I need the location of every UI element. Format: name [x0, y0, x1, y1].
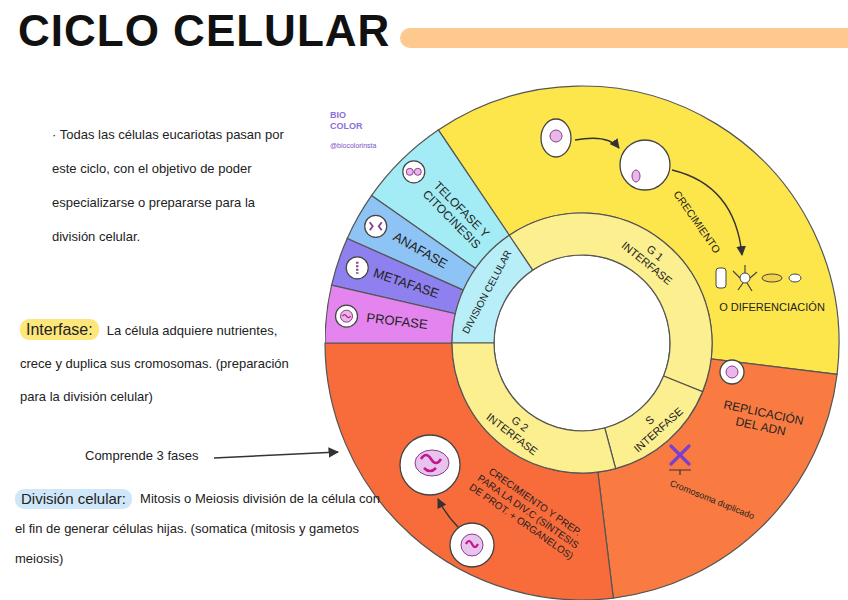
g1-cells-part [550, 130, 562, 142]
segment-group [371, 130, 509, 268]
segment-group [325, 285, 455, 343]
g1-cells-part [789, 274, 801, 282]
segment-label: DIVISION CELULAR [460, 249, 514, 336]
segment-shape [325, 86, 839, 600]
g1-cells-part [632, 170, 640, 182]
phase-icon [336, 305, 358, 327]
s-illustration-part [726, 366, 738, 378]
profase-segment: PROFASE [325, 86, 839, 600]
segment-text-box: TELOFASE Y CITOCINESIS [417, 175, 496, 254]
g1-cells-part [716, 268, 726, 288]
division-heading: División celular: [15, 489, 132, 509]
segment-group [332, 238, 464, 313]
g2-cells-part [461, 534, 483, 556]
segment-text-box: DIVISION CELULAR [460, 249, 514, 336]
segment-shape [325, 86, 839, 600]
segment-shape [325, 86, 839, 600]
center-hole [494, 255, 670, 431]
outer-band [325, 86, 839, 600]
segment-text-box: METAFASE [371, 266, 441, 302]
g1-cells [541, 119, 801, 291]
segment-fill [452, 235, 533, 343]
segment-shape [325, 86, 839, 600]
segment-label: PROFASE [366, 311, 429, 333]
segment-fill [452, 343, 616, 473]
title: CICLO CELULAR [18, 6, 390, 56]
segment-fill [347, 196, 475, 291]
segment-label: TELOFASE Y CITOCINESIS [417, 175, 496, 254]
segment-text-box: G 2 INTERFASE [478, 397, 553, 463]
s-illustration-part [671, 446, 689, 464]
g2-cells-part [466, 541, 478, 547]
g2-cells-part [400, 435, 460, 495]
title-bar [400, 28, 848, 48]
segment-label: S INTERFASE [620, 392, 689, 457]
g1-ring-segment: G 1 INTERFASE [325, 86, 839, 600]
g2-cells-part [415, 450, 449, 476]
g2-cells-part [438, 499, 458, 527]
segment-fill [509, 213, 712, 392]
g1-cells-part [575, 138, 619, 148]
g1-cells-part [733, 265, 757, 291]
segment-label: ANAFASE [390, 230, 450, 273]
segment-text-box: ANAFASE [390, 230, 450, 273]
g2-cells-part [421, 455, 441, 471]
segment-shape [325, 86, 839, 600]
anafase-segment: ANAFASE [325, 86, 839, 600]
interfase-heading: Interfase: [20, 319, 99, 340]
telofase-segment: TELOFASE Y CITOCINESIS [325, 86, 839, 600]
segment-group [452, 235, 533, 343]
division-text: Mitosis o Meiosis división de la célula … [15, 484, 385, 574]
intro-note: · Todas las células eucariotas pasan por… [52, 118, 297, 254]
segment-fill [605, 376, 703, 469]
g2-cells [400, 435, 494, 567]
s-illustration-part [669, 470, 691, 475]
leader-arrow [214, 452, 338, 458]
g2-ring-segment: G 2 INTERFASE [325, 86, 839, 600]
segment-shape [325, 86, 839, 600]
g1-cells-part [740, 273, 750, 283]
segment-text-box: G 1 INTERFASE [613, 225, 687, 292]
s-ring-segment: S INTERFASE [325, 86, 839, 600]
g2-cells-part [450, 523, 494, 567]
segment-fill [332, 238, 464, 313]
segment-group [509, 213, 712, 392]
phase-icon [365, 215, 387, 237]
segment-fill [325, 285, 455, 343]
watermark: BIO COLOR [330, 110, 366, 132]
segment-label: G 2 INTERFASE [478, 397, 553, 463]
phases-note: Comprende 3 fases [85, 448, 198, 464]
metafase-segment: METAFASE [325, 86, 839, 600]
division-ring-segment: DIVISION CELULAR [325, 86, 839, 600]
segment-shape [325, 86, 839, 600]
segment-label: G 1 INTERFASE [613, 225, 687, 292]
segment-group [452, 343, 616, 473]
phase-icon [403, 161, 425, 183]
segment-group [605, 376, 703, 469]
segment-fill [371, 130, 509, 268]
segment-text-box: S INTERFASE [620, 392, 689, 457]
segment-text-box: PROFASE [366, 311, 429, 333]
segment-group [347, 196, 475, 291]
segment-shape [325, 86, 839, 600]
phase-icon [346, 257, 368, 279]
segment-label: METAFASE [371, 266, 441, 302]
differentiation-label: O DIFERENCIACIÓN [719, 301, 825, 314]
interfase-text: La célula adquiere nutrientes, crece y d… [20, 314, 310, 413]
g1-cells-part [762, 274, 782, 282]
g1-cells-part [620, 140, 670, 190]
g1-cells-part [541, 119, 571, 157]
s-illustration-part [720, 360, 744, 384]
watermark-handle: @biocolorinsta [330, 142, 376, 150]
